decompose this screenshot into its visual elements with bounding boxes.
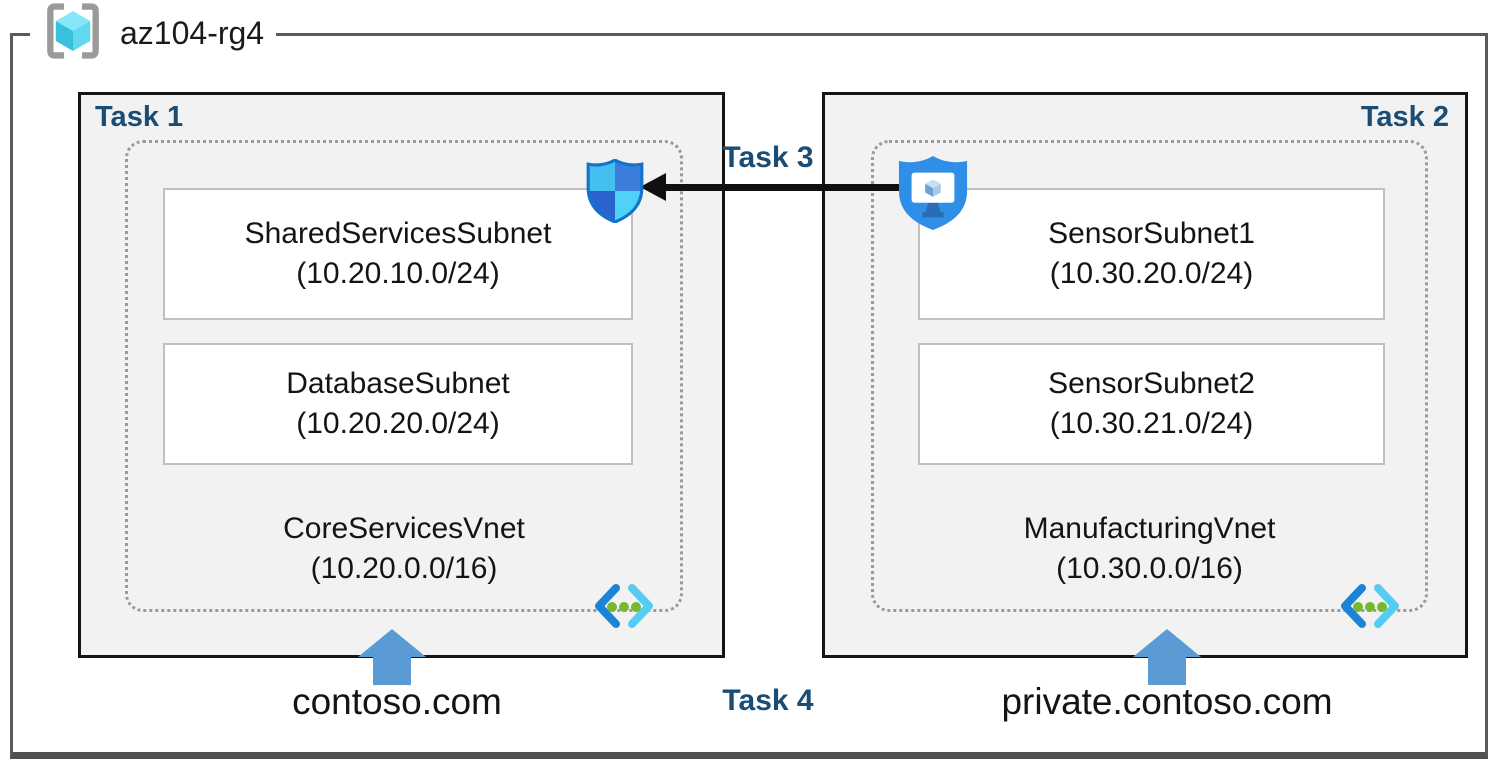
vnet-cidr: (10.30.0.0/16) bbox=[1056, 552, 1243, 585]
sensor-subnet2-box: SensorSubnet2 (10.30.21.0/24) bbox=[918, 343, 1385, 465]
vnet-name: CoreServicesVnet bbox=[283, 512, 525, 545]
defender-shield-icon bbox=[586, 158, 644, 224]
arrow-stem bbox=[373, 657, 411, 685]
task4-label: Task 4 bbox=[722, 684, 814, 717]
core-services-vnet-boundary bbox=[125, 140, 683, 612]
bastion-shield-monitor-icon bbox=[897, 154, 969, 232]
resource-group-icon bbox=[42, 2, 104, 65]
peering-arrow-head bbox=[640, 173, 666, 201]
manufacturing-vnet-boundary bbox=[871, 140, 1428, 612]
arrow-head bbox=[358, 629, 426, 657]
task2-box: Task 2 SensorSubnet1 (10.30.20.0/24) Sen… bbox=[822, 92, 1468, 658]
resource-group-name: az104-rg4 bbox=[120, 14, 265, 51]
virtual-network-icon bbox=[1337, 583, 1403, 629]
virtual-network-icon bbox=[591, 583, 657, 629]
arrow-head bbox=[1133, 629, 1201, 657]
private-contoso-dns-zone-label: private.contoso.com bbox=[1001, 681, 1333, 722]
arrow-stem bbox=[1148, 657, 1186, 685]
peering-arrow-line bbox=[662, 184, 902, 191]
manufacturing-vnet-label: ManufacturingVnet (10.30.0.0/16) bbox=[871, 509, 1428, 589]
task2-label: Task 2 bbox=[1360, 101, 1449, 133]
shared-services-subnet-box: SharedServicesSubnet (10.20.10.0/24) bbox=[163, 188, 633, 320]
core-services-vnet-label: CoreServicesVnet (10.20.0.0/16) bbox=[125, 509, 683, 589]
subnet-name: SensorSubnet2 bbox=[1048, 367, 1255, 400]
subnet-name: SharedServicesSubnet bbox=[244, 217, 552, 250]
subnet-name: DatabaseSubnet bbox=[286, 367, 510, 400]
resource-group-legend: az104-rg4 bbox=[30, 0, 277, 66]
sensor-subnet1-box: SensorSubnet1 (10.30.20.0/24) bbox=[918, 188, 1385, 320]
dns-up-arrow-right bbox=[1133, 629, 1201, 685]
subnet-cidr: (10.30.20.0/24) bbox=[1049, 257, 1254, 290]
contoso-dns-zone-label: contoso.com bbox=[292, 681, 502, 722]
subnet-cidr: (10.20.10.0/24) bbox=[296, 257, 500, 290]
vnet-cidr: (10.20.0.0/16) bbox=[310, 552, 498, 585]
database-subnet-box: DatabaseSubnet (10.20.20.0/24) bbox=[163, 343, 633, 465]
dns-up-arrow-left bbox=[358, 629, 426, 685]
task3-label: Task 3 bbox=[722, 141, 814, 174]
subnet-cidr: (10.30.21.0/24) bbox=[1049, 407, 1254, 440]
resource-group-frame bbox=[10, 33, 1488, 759]
task1-label: Task 1 bbox=[95, 101, 184, 133]
vnet-name: ManufacturingVnet bbox=[1023, 512, 1276, 545]
subnet-name: SensorSubnet1 bbox=[1048, 217, 1255, 250]
subnet-cidr: (10.20.20.0/24) bbox=[296, 407, 500, 440]
